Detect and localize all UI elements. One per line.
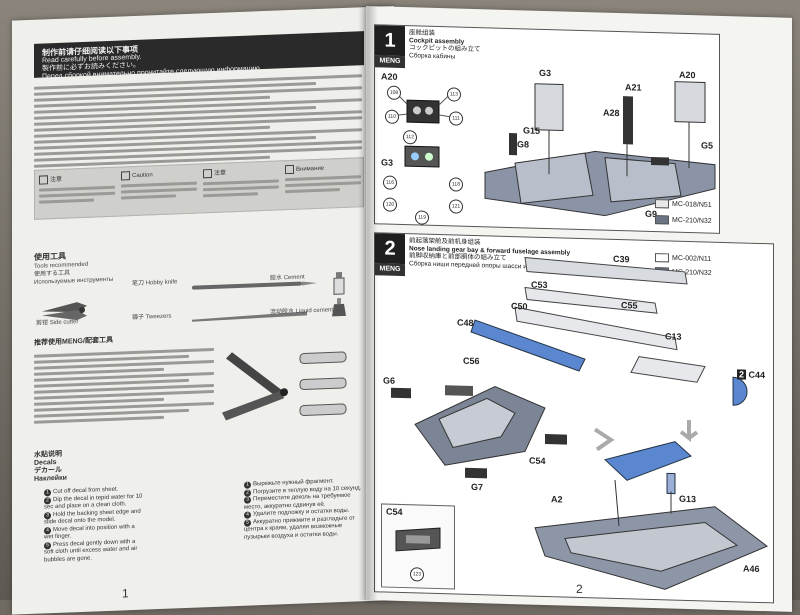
warning-icon xyxy=(39,175,48,185)
attention-cell: 注意 xyxy=(203,165,279,208)
part-label: G15 xyxy=(523,125,541,136)
part-label: A28 xyxy=(603,107,620,119)
part-label: A20 xyxy=(679,69,696,81)
decal-callout: 123 xyxy=(410,567,424,582)
step-1-box: 1 MENG 座舱组装 Cockpit assembly コックピットの組み立て… xyxy=(374,24,720,234)
page-number-right: 2 xyxy=(576,581,583,597)
tool-label-tweezers: 镊子 Tweezers xyxy=(132,313,172,322)
step-1-title: 座舱组装 Cockpit assembly コックピットの組み立て Сборка… xyxy=(409,29,481,60)
tools-illustration xyxy=(42,271,346,322)
tool-label-hobby-knife: 笔刀 Hobby knife xyxy=(132,279,178,288)
part-label: G3 xyxy=(381,157,394,168)
decal-callout: 121 xyxy=(449,199,463,214)
warning-cell: 注意 xyxy=(39,172,115,215)
part-label: C39 xyxy=(613,253,630,265)
instrument-panel-diagram xyxy=(390,89,456,168)
part-label: A21 xyxy=(625,82,642,93)
forward-fuselage-diagram xyxy=(391,256,768,590)
part-label: C53 xyxy=(531,279,548,291)
inset-part-diagram xyxy=(395,527,441,552)
part-label: G6 xyxy=(383,375,396,386)
hobby-knife-icon xyxy=(192,281,317,290)
precaution-text-block xyxy=(34,71,362,171)
part-label: A2 xyxy=(551,494,563,505)
side-cutter-icon xyxy=(42,302,87,321)
tweezers-icon xyxy=(192,311,307,322)
instruction-booklet: 制作前请仔细阅读以下事项 Read carefully before assem… xyxy=(8,6,794,615)
decal-callout: 118 xyxy=(449,177,463,192)
read-carefully-header: 制作前请仔细阅读以下事项 Read carefully before assem… xyxy=(34,31,364,81)
cement-bottle-icon xyxy=(332,271,346,317)
paint-legend-row: MC-018/N51 xyxy=(655,199,712,210)
part-label: C50 xyxy=(511,301,528,312)
part-label: C56 xyxy=(463,355,480,367)
decal-callout: 112 xyxy=(403,130,417,145)
part-label: A20 xyxy=(381,71,398,82)
step-number: 1 xyxy=(375,25,405,57)
meng-logo: MENG xyxy=(375,55,405,69)
recommended-tools-text xyxy=(34,345,214,427)
decal-callout: 108 xyxy=(387,85,401,100)
attention-icon xyxy=(203,168,212,179)
part-label: G7 xyxy=(471,481,484,493)
step-2-box: 2 MENG 前起落架舱及前机身组装 Nose landing gear bay… xyxy=(374,232,774,604)
decal-callout: 116 xyxy=(383,175,397,190)
part-label: C13 xyxy=(665,331,682,342)
decal-instructions-title: 水贴说明 Decals デカール Наклейки xyxy=(34,450,67,483)
paint-swatch xyxy=(655,199,669,209)
part-label: C55 xyxy=(621,300,638,311)
caution-icon xyxy=(121,171,130,181)
part-label: A46 xyxy=(743,563,760,574)
paint-legend-row: MC-210/N32 xyxy=(655,215,712,226)
part-label: C54 xyxy=(386,506,403,518)
left-page: 制作前请仔细阅读以下事项 Read carefully before assem… xyxy=(12,6,394,615)
paint-swatch xyxy=(655,215,669,225)
part-label: G3 xyxy=(539,67,552,79)
decal-callout: 120 xyxy=(383,197,397,212)
part-label: C54 xyxy=(529,455,546,467)
right-page: 1 MENG 座舱组装 Cockpit assembly コックピットの組み立て… xyxy=(366,6,792,612)
decal-callout: 110 xyxy=(385,109,399,124)
part-label: C48 xyxy=(457,317,474,329)
recommended-tools-title: 推荐使用MENG/配套工具 xyxy=(34,336,113,347)
decal-callout: 113 xyxy=(447,87,461,102)
decal-callout: 119 xyxy=(415,210,429,225)
booklet-gutter xyxy=(358,6,378,600)
precision-cutter-illustration xyxy=(222,351,347,421)
part-label: G5 xyxy=(701,140,714,151)
page-number-left: 1 xyxy=(122,586,129,601)
part-label-c44: 2 C44 xyxy=(737,369,766,381)
tool-label-side-cutter: 剪钳 Side cutter xyxy=(36,319,79,327)
decal-callout: 111 xyxy=(449,111,463,126)
notice-icon xyxy=(285,164,294,175)
caution-cell: Caution xyxy=(121,169,197,212)
part-label: G13 xyxy=(679,493,697,505)
inset-detail-box: C54 123 xyxy=(381,503,455,590)
tool-label-cement: 胶水 Cement xyxy=(270,274,305,282)
notice-cell: Внимание xyxy=(285,162,361,205)
part-label: G8 xyxy=(517,139,530,150)
